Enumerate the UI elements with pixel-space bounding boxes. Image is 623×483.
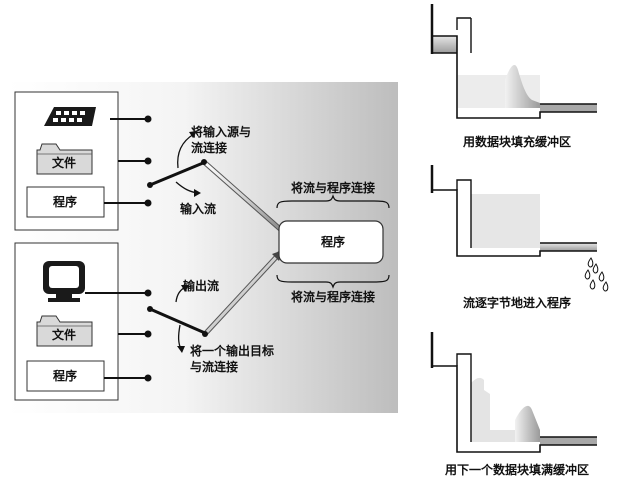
output-jack-2 [144, 330, 152, 338]
caption-refill-buffer: 用下一个数据块填满缓冲区 [444, 462, 589, 477]
output-program-label: 程序 [53, 368, 77, 383]
connect-input-source-label-2: 流连接 [191, 140, 227, 155]
output-stream-label: 输出流 [183, 278, 219, 293]
output-target-group: 文件 程序 [14, 242, 152, 401]
connect-output-target-label-2: 与流连接 [190, 359, 238, 374]
program-box-label: 程序 [321, 234, 345, 249]
input-program-box [26, 186, 105, 218]
caption-flow-into-program: 流逐字节地进入程序 [463, 295, 571, 310]
program-connection-group: 将流与程序连接 程序 将流与程序连接 [276, 180, 390, 304]
input-stream-label: 输入流 [180, 201, 216, 216]
folder-icon [36, 315, 93, 347]
connect-stream-program-bottom-label: 将流与程序连接 [291, 289, 375, 304]
caption-fill-buffer: 用数据块填充缓冲区 [462, 134, 571, 149]
connect-output-target-label: 将一个输出目标 [190, 343, 274, 358]
output-program-box [26, 360, 105, 392]
connect-input-source-label: 将输入源与 [191, 124, 251, 139]
monitor-icon [43, 261, 85, 302]
input-jack-3 [144, 199, 152, 207]
input-source-group: 文件 程序 [14, 91, 152, 231]
input-jack-2 [144, 157, 152, 165]
keyboard-icon [44, 107, 96, 126]
buffer-tank-fill [430, 4, 597, 119]
buffer-tank-flow [430, 165, 609, 292]
folder-icon [36, 143, 93, 175]
output-file-label: 文件 [52, 327, 76, 342]
output-jack-1 [144, 289, 152, 297]
program-box [278, 220, 384, 264]
input-program-label: 程序 [53, 194, 77, 209]
connect-stream-program-top-label: 将流与程序连接 [291, 180, 375, 195]
input-stream-cable [147, 131, 292, 240]
input-jack-1 [144, 115, 152, 123]
input-file-label: 文件 [52, 155, 76, 170]
buffer-tank-refill [430, 332, 597, 453]
droplets-icon [584, 257, 609, 292]
output-jack-3 [144, 374, 152, 382]
output-stream-cable [147, 250, 283, 353]
